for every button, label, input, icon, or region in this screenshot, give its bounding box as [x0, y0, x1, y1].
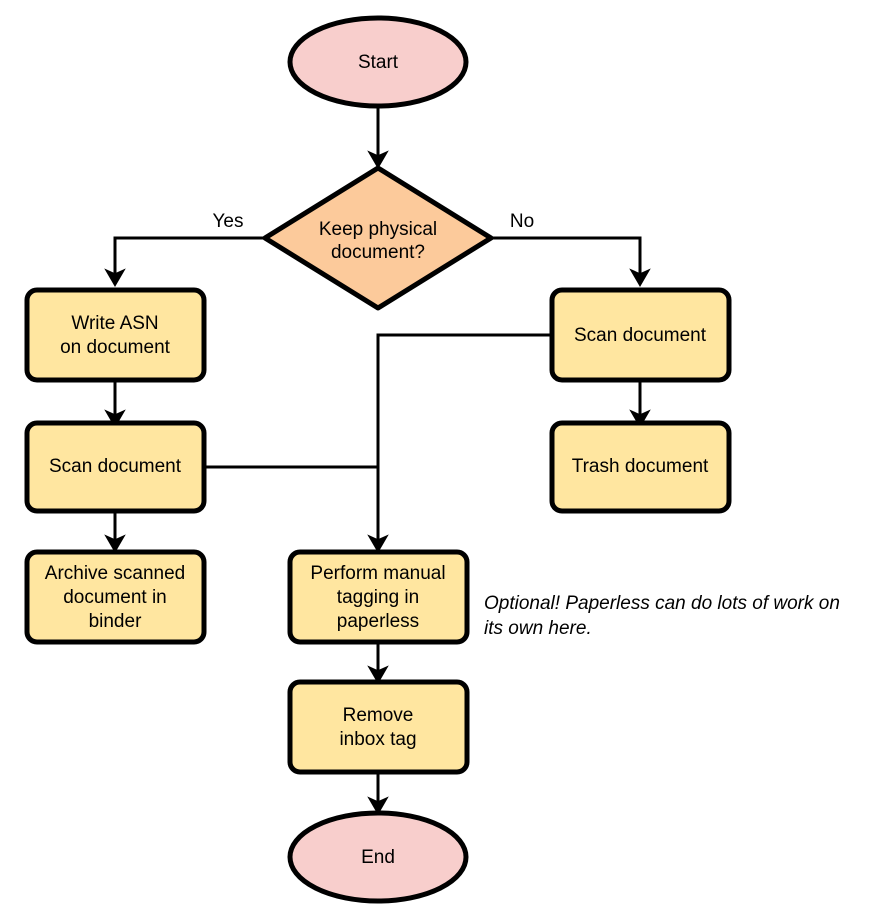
- remove-inbox-tag-label-line1: Remove: [343, 705, 414, 726]
- archive-label-line3: binder: [89, 611, 142, 632]
- end-ellipse: [287, 810, 469, 904]
- node-keep-physical-document[interactable]: Keep physical document?: [262, 165, 494, 311]
- tagging-box: [287, 549, 470, 645]
- node-end[interactable]: End: [287, 810, 469, 904]
- scan-document-right-box: [549, 287, 732, 383]
- optional-note-line2: its own here.: [484, 618, 592, 639]
- tagging-label-line2: tagging in: [337, 587, 419, 608]
- optional-note-line1: Optional! Paperless can do lots of work …: [484, 593, 840, 614]
- decision-label-line1: Keep physical: [319, 219, 437, 240]
- edge-label-no: No: [510, 211, 534, 232]
- node-start[interactable]: Start: [287, 15, 469, 109]
- archive-label-line2: document in: [63, 587, 167, 608]
- scan-document-left-box: [24, 420, 207, 514]
- node-write-asn-on-document[interactable]: Write ASN on document: [24, 287, 207, 383]
- node-scan-document-right[interactable]: Scan document: [549, 287, 732, 383]
- node-remove-inbox-tag[interactable]: Remove inbox tag: [287, 679, 470, 775]
- tagging-label-line3: paperless: [337, 611, 419, 632]
- scan-document-left-label: Scan document: [49, 456, 182, 477]
- node-perform-manual-tagging[interactable]: Perform manual tagging in paperless: [287, 549, 470, 645]
- trash-document-label: Trash document: [572, 456, 709, 477]
- remove-inbox-tag-label-line2: inbox tag: [339, 729, 416, 750]
- scan-document-right-label: Scan document: [574, 325, 707, 346]
- start-ellipse: [287, 15, 469, 109]
- tagging-label-line1: Perform manual: [310, 563, 445, 584]
- start-label: Start: [358, 52, 399, 73]
- end-label: End: [361, 847, 395, 868]
- decision-diamond: [262, 165, 494, 311]
- node-trash-document[interactable]: Trash document: [549, 420, 732, 514]
- archive-box: [24, 549, 207, 645]
- decision-label-line2: document?: [331, 242, 425, 263]
- edge-decision-no-to-scan-right: [490, 236, 651, 288]
- write-asn-label-line1: Write ASN: [71, 313, 158, 334]
- edge-label-yes: Yes: [213, 211, 244, 232]
- node-scan-document-left[interactable]: Scan document: [24, 420, 207, 514]
- write-asn-box: [24, 287, 207, 383]
- remove-inbox-tag-box: [287, 679, 470, 775]
- node-archive-scanned-document[interactable]: Archive scanned document in binder: [24, 549, 207, 645]
- trash-document-box: [549, 420, 732, 514]
- edge-scan-right-to-tagging: [367, 333, 551, 554]
- edge-decision-yes-to-write-asn: [104, 236, 266, 288]
- write-asn-label-line2: on document: [60, 337, 171, 358]
- archive-label-line1: Archive scanned: [45, 563, 185, 584]
